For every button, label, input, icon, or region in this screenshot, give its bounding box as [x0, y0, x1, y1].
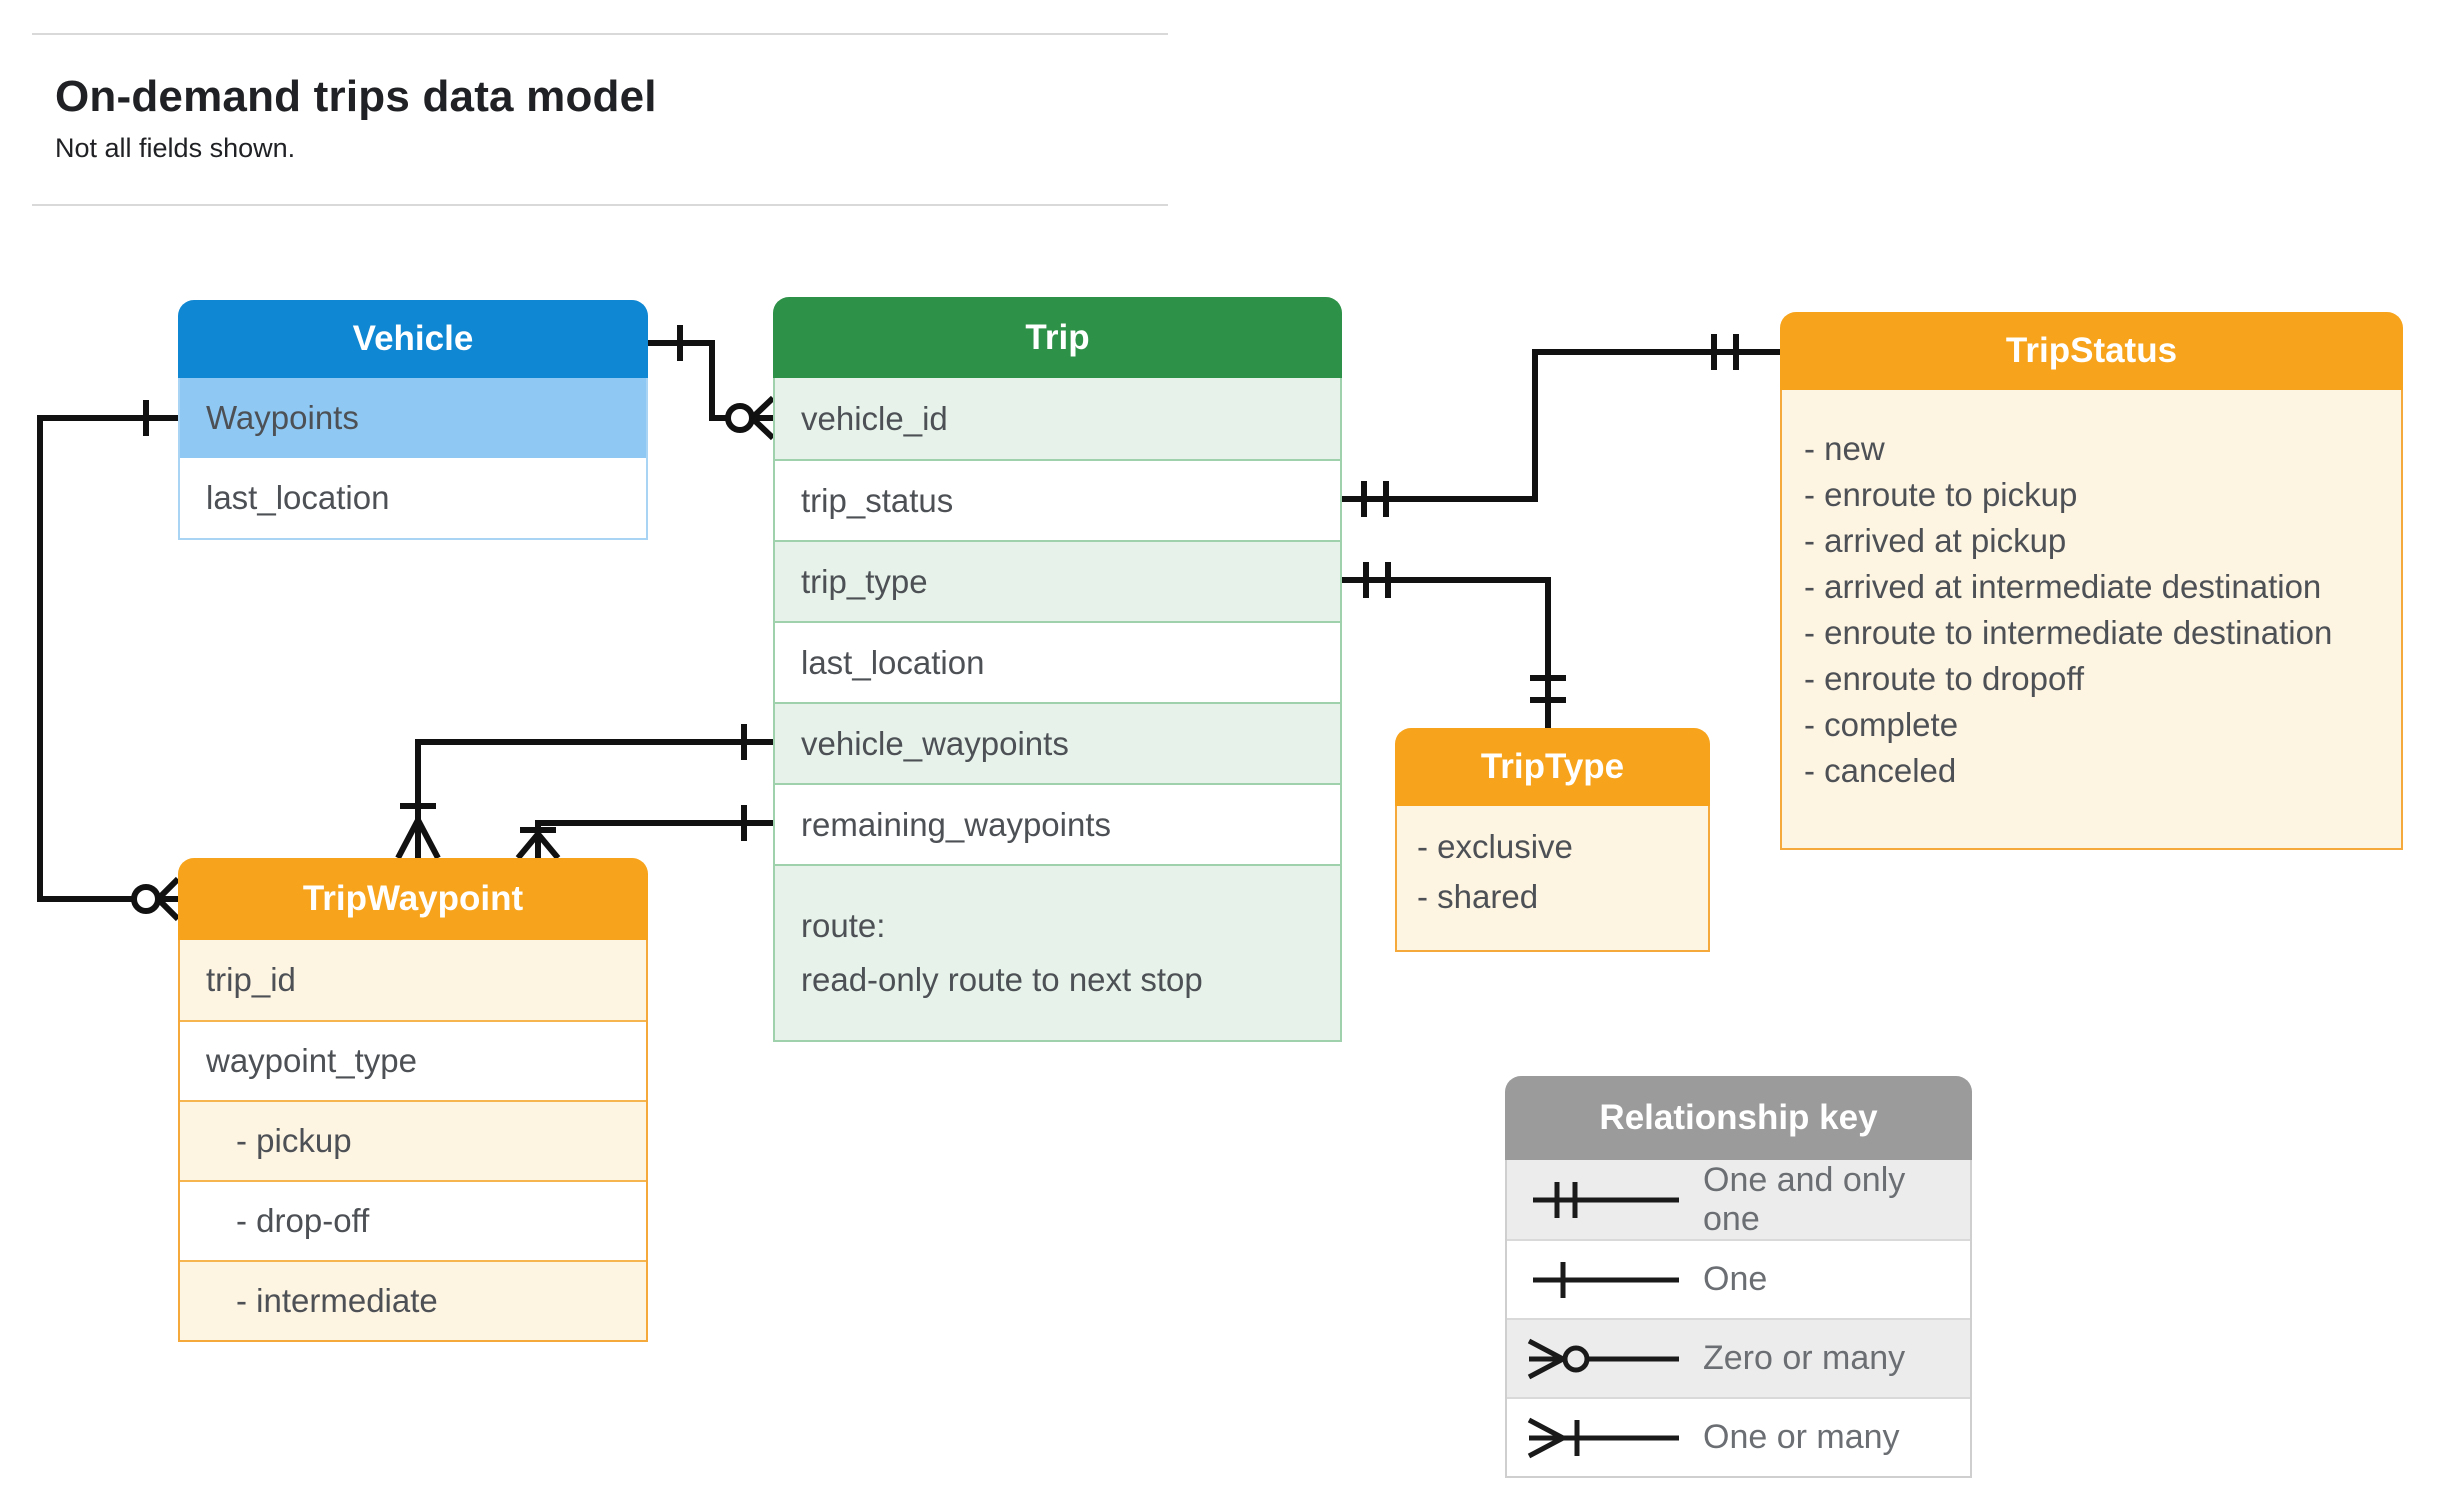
- trip-field-vehicle-id: vehicle_id: [775, 378, 1340, 459]
- entity-triptype-header: TripType: [1395, 728, 1710, 806]
- vehicle-field-last-location: last_location: [180, 458, 646, 538]
- tripstatus-value-canceled: - canceled: [1804, 752, 1957, 789]
- title-divider-top: [32, 33, 1168, 35]
- connector-vehicle-waypoints-to-tripwaypoint: [37, 400, 181, 922]
- legend-row-one-or-many: One or many: [1507, 1397, 1970, 1476]
- tripwaypoint-value-drop-off: - drop-off: [180, 1180, 646, 1260]
- trip-field-trip-type: trip_type: [775, 540, 1340, 621]
- one-icon: [1533, 1261, 1679, 1298]
- one-and-only-one-icon: [1533, 1181, 1679, 1218]
- connector-vehicle-to-trip: [648, 325, 776, 441]
- page-title: On-demand trips data model: [55, 72, 657, 121]
- tripwaypoint-field-waypoint-type: waypoint_type: [180, 1020, 646, 1100]
- legend-label: One or many: [1703, 1418, 1900, 1456]
- trip-field-route: route: read-only route to next stop: [775, 864, 1340, 1040]
- entity-tripstatus-header: TripStatus: [1780, 312, 2403, 390]
- entity-trip-header: Trip: [773, 297, 1342, 378]
- entity-tripwaypoint: TripWaypoint trip_id waypoint_type - pic…: [178, 858, 648, 1342]
- trip-field-route-description: read-only route to next stop: [801, 961, 1203, 998]
- legend-row-one: One: [1507, 1239, 1970, 1318]
- relationship-key: Relationship key One and only one One: [1505, 1076, 1972, 1478]
- vehicle-field-waypoints: Waypoints: [180, 378, 646, 458]
- entity-triptype: TripType - exclusive - shared: [1395, 728, 1710, 952]
- triptype-value-shared: - shared: [1417, 878, 1539, 915]
- entity-tripstatus: TripStatus - new - enroute to pickup - a…: [1780, 312, 2403, 850]
- legend-row-one-and-only-one: One and only one: [1507, 1160, 1970, 1239]
- tripstatus-value-enroute-to-dropoff: - enroute to dropoff: [1804, 660, 2085, 697]
- trip-field-last-location: last_location: [775, 621, 1340, 702]
- trip-field-vehicle-waypoints: vehicle_waypoints: [775, 702, 1340, 783]
- connector-trip-status-to-tripstatus: [1342, 334, 1780, 517]
- trip-field-route-name: route:: [801, 907, 886, 944]
- tripstatus-value-arrived-at-pickup: - arrived at pickup: [1804, 522, 2067, 559]
- tripstatus-value-enroute-to-pickup: - enroute to pickup: [1804, 476, 2078, 513]
- legend-row-zero-or-many: Zero or many: [1507, 1318, 1970, 1397]
- legend-label: Zero or many: [1703, 1339, 1906, 1377]
- zero-or-many-icon: [1527, 1338, 1679, 1379]
- tripwaypoint-value-intermediate: - intermediate: [180, 1260, 646, 1340]
- title-divider-bottom: [32, 204, 1168, 206]
- legend-label: One and only one: [1703, 1160, 1906, 1238]
- entity-vehicle-header: Vehicle: [178, 300, 648, 378]
- tripstatus-value-new: - new: [1804, 430, 1885, 467]
- entity-trip: Trip vehicle_id trip_status trip_type la…: [773, 297, 1342, 1042]
- tripwaypoint-field-trip-id: trip_id: [180, 940, 646, 1020]
- tripstatus-value-arrived-at-intermediate-destination: - arrived at intermediate destination: [1804, 568, 2322, 605]
- page-subtitle: Not all fields shown.: [55, 133, 296, 163]
- connector-remaining-waypoints-field-to-tripwaypoint: [515, 805, 773, 860]
- entity-vehicle: Vehicle Waypoints last_location: [178, 300, 648, 540]
- connector-trip-type-to-triptype: [1342, 562, 1566, 728]
- legend-label: One: [1703, 1260, 1768, 1298]
- tripwaypoint-value-pickup: - pickup: [180, 1100, 646, 1180]
- one-or-many-icon: [1527, 1417, 1679, 1458]
- triptype-value-exclusive: - exclusive: [1417, 828, 1573, 865]
- relationship-key-header: Relationship key: [1505, 1076, 1972, 1160]
- trip-field-remaining-waypoints: remaining_waypoints: [775, 783, 1340, 864]
- entity-tripwaypoint-header: TripWaypoint: [178, 858, 648, 940]
- trip-field-trip-status: trip_status: [775, 459, 1340, 540]
- tripstatus-value-complete: - complete: [1804, 706, 1959, 743]
- tripstatus-value-enroute-to-intermediate-destination: - enroute to intermediate destination: [1804, 614, 2333, 651]
- connector-vehicle-waypoints-field-to-tripwaypoint: [395, 724, 773, 860]
